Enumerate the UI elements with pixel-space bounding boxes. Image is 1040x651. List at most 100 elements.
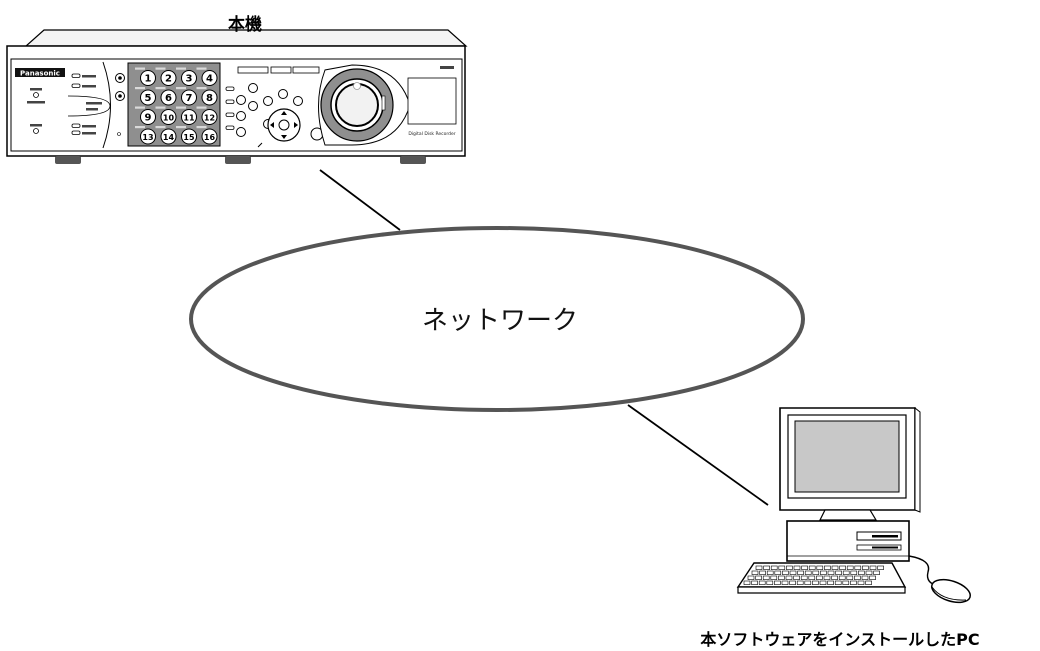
keyboard-key: [801, 565, 808, 570]
camera-button-15: [181, 128, 197, 145]
keyboard-key: [808, 575, 816, 580]
keyboard-key: [854, 575, 861, 580]
network-label: ネットワーク: [421, 306, 578, 336]
camera-button-label: 7: [186, 93, 193, 104]
keyboard-key: [774, 580, 781, 585]
keyboard-key: [743, 580, 751, 585]
recorder-foot: [225, 156, 251, 164]
camera-button-3: [181, 70, 197, 86]
keyboard-key: [869, 565, 877, 570]
keyboard-key: [808, 565, 816, 570]
indicator-mark: [440, 66, 454, 69]
camera-button-16: [201, 128, 218, 145]
camera-button-label: 9: [145, 113, 152, 124]
keyboard-key: [862, 565, 869, 570]
keyboard-key: [770, 565, 778, 570]
camera-button-label: 16: [204, 133, 216, 142]
keyboard-key: [774, 570, 782, 575]
model-label: Digital Disk Recorder: [408, 131, 455, 137]
monitor-stand: [819, 509, 878, 521]
camera-button-label: 13: [142, 133, 153, 142]
led-indicators: [67, 73, 111, 135]
camera-button-label: 2: [165, 74, 172, 85]
personal-computer: [736, 406, 972, 604]
keyboard-key: [755, 575, 762, 580]
keyboard-key: [850, 570, 858, 575]
keyboard-key: [865, 580, 872, 585]
panel-divider: [102, 61, 111, 149]
keyboard-key: [781, 580, 789, 585]
keyboard-key: [827, 580, 834, 585]
keyboard-key: [804, 580, 812, 585]
keyboard-key: [819, 580, 827, 585]
keyboard-key: [857, 580, 865, 585]
keyboard-key: [839, 565, 846, 570]
camera-button-14: [160, 128, 177, 145]
camera-button-7: [181, 89, 197, 106]
keyboard-key: [793, 565, 801, 570]
jog-shuttle-dial: [318, 64, 411, 146]
keyboard-key: [766, 570, 774, 575]
device-network-line: [319, 169, 401, 231]
camera-button-2: [160, 70, 177, 86]
camera-button-6: [160, 89, 177, 106]
keyboard-key: [778, 565, 786, 570]
camera-button-label: 14: [163, 133, 175, 142]
keyboard-key: [766, 580, 774, 585]
network-pc-line: [627, 404, 769, 506]
keyboard-key: [835, 570, 842, 575]
camera-button-10: [160, 109, 177, 125]
camera-button-4: [201, 70, 218, 86]
keyboard-key: [751, 570, 759, 575]
camera-button-label: 5: [145, 93, 152, 104]
keyboard-key: [763, 565, 770, 570]
keyboard-key: [846, 565, 854, 570]
camera-button-label: 10: [163, 114, 175, 123]
camera-button-label: 8: [206, 93, 213, 104]
keyboard-key: [804, 570, 812, 575]
keyboard-key: [824, 565, 831, 570]
keyboard-key: [751, 580, 758, 585]
keyboard-key: [842, 580, 850, 585]
keyboard-key: [759, 570, 766, 575]
pc-caption: 本ソフトウェアをインストールしたPC: [700, 630, 980, 649]
keyboard-key: [846, 575, 854, 580]
keyboard-key: [854, 565, 862, 570]
pc-mouse: [930, 578, 972, 604]
keyboard-key: [786, 565, 793, 570]
monitor-screen: [794, 420, 900, 493]
keyboard-key: [755, 565, 763, 570]
control-cluster: [225, 66, 324, 148]
recorder-foot: [400, 156, 426, 164]
keyboard-key: [770, 575, 778, 580]
camera-button-11: [181, 109, 197, 125]
keyboard-key: [778, 575, 785, 580]
keyboard-key: [796, 580, 804, 585]
camera-button-5: [140, 89, 156, 106]
device-title: 本機: [228, 15, 262, 35]
status-labels: [27, 88, 45, 134]
keyboard-key: [877, 565, 884, 570]
camera-button-9: [140, 109, 156, 125]
keyboard-keys: [743, 565, 884, 585]
keyboard-key: [789, 570, 797, 575]
keyboard-key: [827, 570, 835, 575]
keyboard-key: [838, 575, 846, 580]
camera-button-label: 1: [145, 74, 152, 85]
network-ellipse: [189, 226, 805, 412]
display-window: [407, 77, 457, 125]
camera-button-8: [201, 89, 218, 106]
keyboard-key: [861, 575, 869, 580]
keyboard-key: [758, 580, 766, 585]
keyboard-key: [831, 575, 838, 580]
keyboard-key: [873, 570, 880, 575]
brand-badge: [15, 68, 65, 77]
keyboard-key: [782, 570, 789, 575]
camera-button-label: 15: [183, 133, 195, 142]
keyboard-key: [800, 575, 808, 580]
keyboard-key: [793, 575, 800, 580]
brand-logo: Panasonic: [20, 70, 60, 78]
keyboard-key: [762, 575, 770, 580]
